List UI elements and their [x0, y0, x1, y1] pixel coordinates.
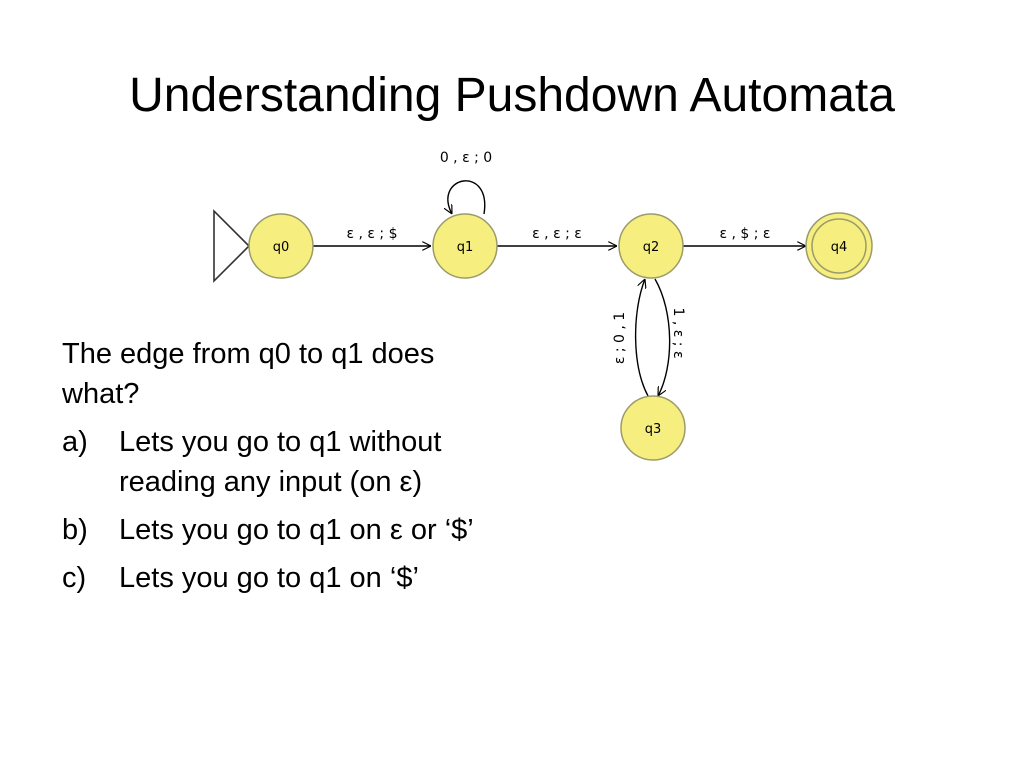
edge-q1-q1-loop	[448, 180, 486, 214]
option-marker: c)	[62, 562, 87, 594]
state-q1: q1	[432, 213, 498, 279]
answer-options: a) Lets you go to q1 without reading any…	[62, 422, 512, 598]
option-c: c) Lets you go to q1 on ‘$’	[62, 558, 512, 598]
state-label-q1: q1	[457, 240, 474, 255]
edge-label-q2-q3: 1 , ε ; ε	[670, 307, 686, 358]
option-marker: a)	[62, 426, 88, 458]
state-q2: q2	[618, 213, 684, 279]
edge-label-q1-q1: 0 , ε ; 0	[440, 150, 492, 166]
state-label-q3: q3	[645, 422, 662, 437]
state-q4: q4	[805, 212, 873, 280]
question-block: The edge from q0 to q1 does what? a) Let…	[62, 334, 512, 606]
slide-title: Understanding Pushdown Automata	[129, 69, 895, 122]
state-label-q4: q4	[831, 240, 848, 255]
option-marker: b)	[62, 514, 88, 546]
state-q0: q0	[248, 213, 314, 279]
edge-label-q1-q2: ε , ε ; ε	[532, 226, 582, 242]
edge-label-q2-q4: ε , $ ; ε	[719, 226, 770, 242]
question-text: The edge from q0 to q1 does what?	[62, 338, 435, 410]
edge-q2-q3	[654, 278, 671, 396]
state-label-q2: q2	[643, 240, 660, 255]
state-label-q0: q0	[273, 240, 290, 255]
option-text: Lets you go to q1 without reading any in…	[119, 426, 442, 498]
state-q3: q3	[620, 395, 686, 461]
edge-q3-q2	[634, 279, 649, 397]
start-state-triangle	[213, 209, 251, 283]
edge-label-q3-q2: ε ; 0 , 1	[612, 312, 628, 364]
option-a: a) Lets you go to q1 without reading any…	[62, 422, 512, 502]
edge-label-q0-q1: ε , ε ; $	[346, 226, 397, 242]
option-text: Lets you go to q1 on ‘$’	[119, 562, 419, 594]
option-b: b) Lets you go to q1 on ε or ‘$’	[62, 510, 512, 550]
option-text: Lets you go to q1 on ε or ‘$’	[119, 514, 474, 546]
